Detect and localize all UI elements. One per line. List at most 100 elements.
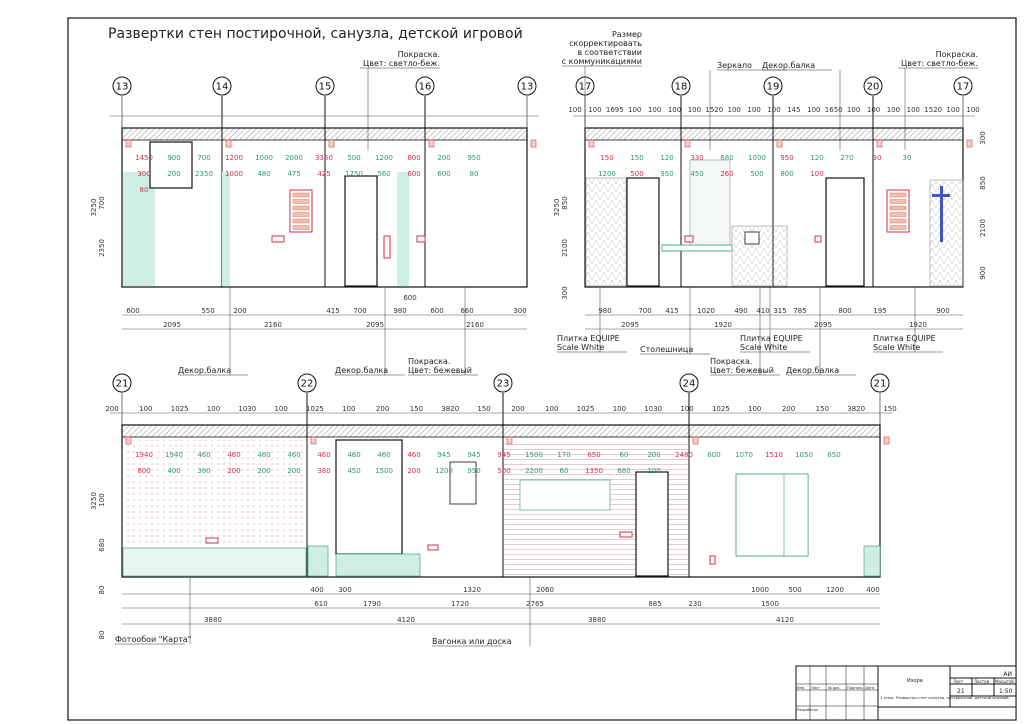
shower-rail — [940, 186, 943, 242]
dimension-value: 200 — [437, 154, 450, 162]
dimension-value: 380 — [317, 467, 330, 475]
dimension-value: 100 — [668, 106, 681, 114]
dimension-value: 100 — [342, 405, 355, 413]
callout-decor-beam-c2 — [335, 287, 405, 376]
tb-sheet-label: Лист — [953, 679, 964, 684]
tb-header-doc: № док. — [828, 686, 841, 690]
dimension-value: 700 — [638, 307, 651, 315]
dimension-value: 100 — [98, 493, 106, 506]
dimension-value: 700 — [98, 196, 106, 209]
callout-tile-3 — [873, 287, 943, 353]
dimension-value: 80 — [140, 186, 149, 194]
callout-text: Scale White — [873, 343, 920, 352]
socket — [427, 544, 439, 551]
dimension-value: 145 — [787, 106, 800, 114]
dimension-value: 2350 — [98, 239, 106, 257]
dimension-value: 100 — [688, 106, 701, 114]
wall-tile-area — [222, 172, 230, 286]
window-opening — [149, 141, 193, 189]
heater-bar — [889, 205, 907, 211]
tb-header-change: Изм. — [797, 686, 805, 690]
tb-scale: 1:50 — [999, 688, 1013, 695]
callout-text: в соответствии — [577, 48, 642, 57]
dimension-value: 100 — [907, 106, 920, 114]
axis-label: 15 — [319, 82, 332, 93]
dimension-value: 560 — [377, 170, 390, 178]
dimension-value: 1650 — [825, 106, 843, 114]
tb-scale-label: Масштаб — [995, 679, 1015, 684]
dimension-value: 1695 — [606, 106, 624, 114]
dimension-value: 150 — [600, 154, 613, 162]
dimension-value: 475 — [287, 170, 300, 178]
dimension-value: 650 — [827, 451, 840, 459]
beam-stub — [776, 139, 783, 148]
tile-area — [731, 225, 788, 287]
dimension-value: 200 — [287, 467, 300, 475]
dimension-value: 2060 — [536, 586, 554, 594]
dimension-value: 150 — [410, 405, 423, 413]
dimension-value: 700 — [197, 154, 210, 162]
callout-text: Scale White — [740, 343, 787, 352]
dimension-value: 600 — [430, 307, 443, 315]
dimension-value: 100 — [545, 405, 558, 413]
dimension-value: 660 — [460, 307, 473, 315]
dimension-value: 1025 — [712, 405, 730, 413]
dimension-value: 1200 — [435, 467, 453, 475]
callout-text: Цвет: светло-беж. — [901, 59, 978, 68]
callout-text: Вагонка или доска — [432, 637, 512, 646]
callout-text: Цвет: бежевый — [710, 366, 774, 375]
callout-text: Цвет: бежевый — [408, 366, 472, 375]
heater-bar — [292, 199, 310, 204]
callout-decor-beam-c1 — [178, 287, 248, 376]
callout-text: Покраска. — [398, 50, 440, 59]
dimension-value: 450 — [347, 467, 360, 475]
callout-text: Столешница — [640, 345, 693, 354]
axis-label: 23 — [497, 379, 510, 390]
socket — [205, 537, 219, 544]
door-opening — [335, 439, 403, 555]
dimension-value: 100 — [628, 106, 641, 114]
callout-text: Покраска. — [710, 357, 752, 366]
callout-text: Покраска. — [936, 50, 978, 59]
dimension-value: 680 — [720, 154, 733, 162]
dimension-value: 600 — [403, 294, 416, 302]
shower-head — [932, 194, 950, 197]
axis-label: 13 — [521, 82, 534, 93]
dimension-value: 1720 — [451, 600, 469, 608]
axis-marker — [763, 76, 783, 96]
dimension-value: 3820 — [441, 405, 459, 413]
dimension-value: 2160 — [264, 321, 282, 329]
dimension-value: 1030 — [644, 405, 662, 413]
dimension-value: 1000 — [751, 586, 769, 594]
dimension-value: 460 — [257, 451, 270, 459]
dimension-value: 150 — [883, 405, 896, 413]
dimension-value: 100 — [728, 106, 741, 114]
beam-stub — [684, 139, 691, 148]
door-opening — [635, 471, 669, 577]
axis-label: 24 — [683, 379, 696, 390]
heater-bar — [889, 199, 907, 204]
dimension-value: 100 — [274, 405, 287, 413]
axis-marker — [112, 76, 132, 96]
dimension-value: 600 — [707, 451, 720, 459]
dimension-value: 500 — [750, 170, 763, 178]
dimension-value: 850 — [561, 196, 569, 209]
elevation-panel-c — [110, 373, 892, 625]
axis-label: 19 — [767, 82, 780, 93]
elevation-panel-a — [110, 76, 539, 330]
socket — [684, 235, 694, 243]
dimension-value: 100 — [847, 106, 860, 114]
dimension-value: 500 — [347, 154, 360, 162]
house-shelves — [519, 479, 611, 511]
axis-label: 16 — [419, 82, 432, 93]
beam-stub — [966, 139, 973, 148]
axis-label: 13 — [116, 82, 129, 93]
dimension-value: 2765 — [526, 600, 544, 608]
axis-marker — [112, 373, 132, 393]
dimension-value: 1450 — [135, 154, 153, 162]
dimension-value: 330 — [690, 154, 703, 162]
dimension-value: 2095 — [621, 321, 639, 329]
dimension-value: 300 — [979, 131, 987, 144]
